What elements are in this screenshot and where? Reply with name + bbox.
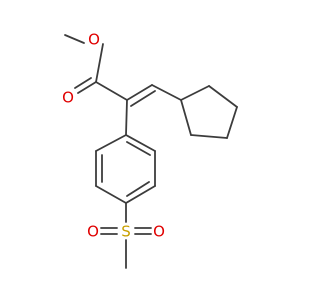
molecule-diagram: O O S O O [62, 31, 238, 269]
bond-ring6-inner-1 [126, 141, 151, 156]
bond-ring5-e [180, 99, 192, 136]
bond-ring6-c [125, 185, 156, 204]
atom-s-sulfonyl: S [121, 223, 131, 241]
atom-o-ether: O [88, 31, 100, 49]
structure-canvas: O O S O O [62, 30, 238, 269]
bond-vinyl-cyclopentyl [151, 84, 182, 101]
bond-alpha-aryl [125, 99, 128, 136]
bond-ring5-c [226, 106, 238, 139]
atom-o-sulfonyl-right: O [153, 223, 165, 241]
bond-methyl-o [64, 34, 85, 44]
bond-alkene-1 [126, 84, 153, 101]
bond-ring6-f [95, 134, 127, 152]
bond-ring6-d [95, 185, 127, 204]
bond-ring5-b [208, 85, 238, 108]
bond-carbonyl-double-1 [77, 81, 97, 94]
bond-alkene-2 [130, 90, 156, 107]
atom-o-sulfonyl-left: O [87, 223, 99, 241]
bond-carbonyl-double-2 [74, 77, 92, 89]
bond-ring5-d [190, 134, 228, 139]
bond-carbonyl-alpha [95, 81, 128, 101]
bond-ring6-inner-2 [126, 181, 150, 197]
bond-ring6-a [125, 134, 156, 152]
atom-o-carbonyl: O [62, 89, 74, 107]
bond-o-carbonyl-c [95, 43, 104, 83]
bond-ring5-a [180, 85, 210, 101]
